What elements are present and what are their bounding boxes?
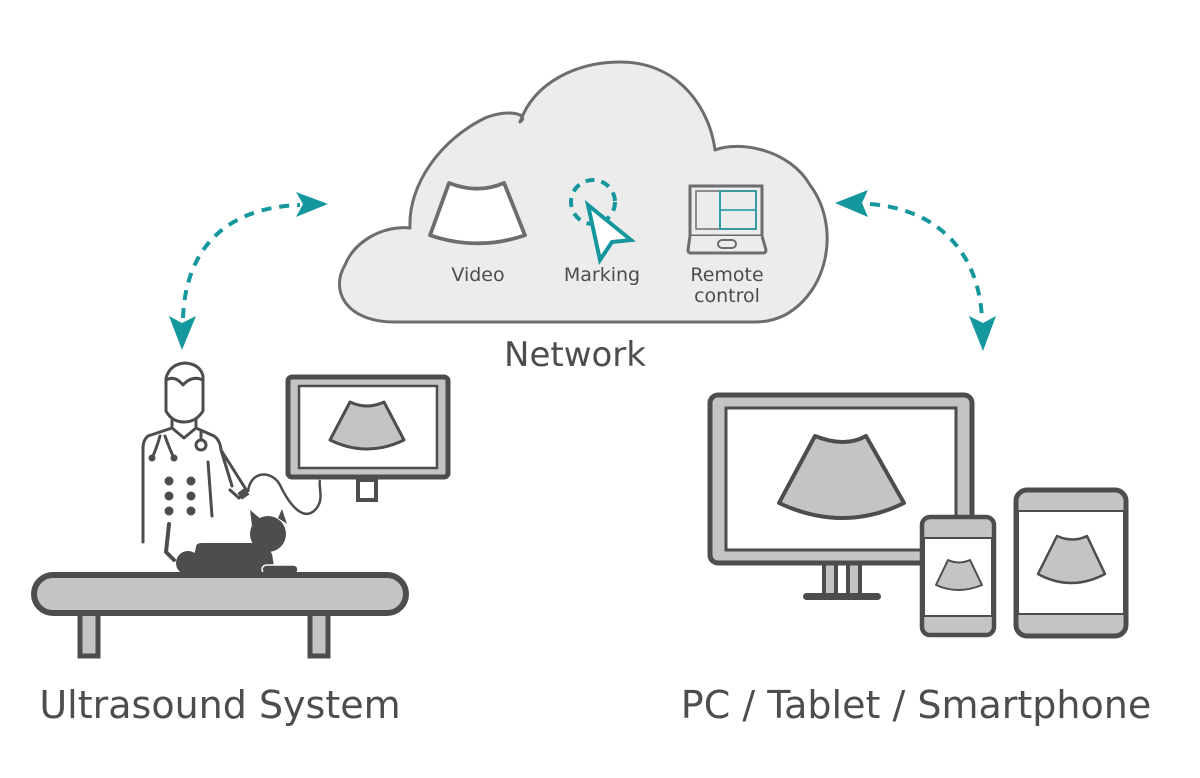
video-feature: Video [428,181,527,286]
remote-label-line1: Remote [690,264,763,286]
ultrasound-monitor [285,374,451,502]
ultrasound-fan-icon [428,181,527,246]
tablet-icon [1013,487,1129,639]
remote-control-feature: Remote control [686,184,768,307]
smartphone-icon [919,514,997,638]
cursor-marking-icon [569,178,636,266]
right-connection-arrow [835,190,996,351]
desktop-monitor-icon [707,392,975,600]
devices-label: PC / Tablet / Smartphone [681,683,1151,727]
arrowhead-up-left [835,190,868,217]
video-label: Video [451,264,504,286]
remote-label-line2: control [694,285,760,307]
arrowhead-down-left [169,316,196,350]
network-cloud [338,60,829,324]
exam-table [31,572,409,659]
doctor-icon [141,361,249,544]
marking-feature: Marking [564,178,640,286]
cloud-shape [338,60,829,324]
ultrasound-image-icon [328,400,406,451]
arrowhead-down-right [969,316,996,351]
laptop-remote-icon [686,184,768,255]
ultrasound-system [31,361,451,659]
ultrasound-image-icon [1036,534,1107,585]
network-label: Network [504,335,646,375]
client-devices [707,392,1129,639]
pet-cat-icon [176,509,299,575]
coat-buttons [164,476,196,516]
left-connection-arrow [169,192,328,350]
ultrasound-system-label: Ultrasound System [39,683,400,727]
marking-label: Marking [564,264,640,286]
arrowhead-up-right [296,192,328,217]
ultrasound-image-icon [777,434,906,520]
ultrasound-image-icon [935,559,983,591]
